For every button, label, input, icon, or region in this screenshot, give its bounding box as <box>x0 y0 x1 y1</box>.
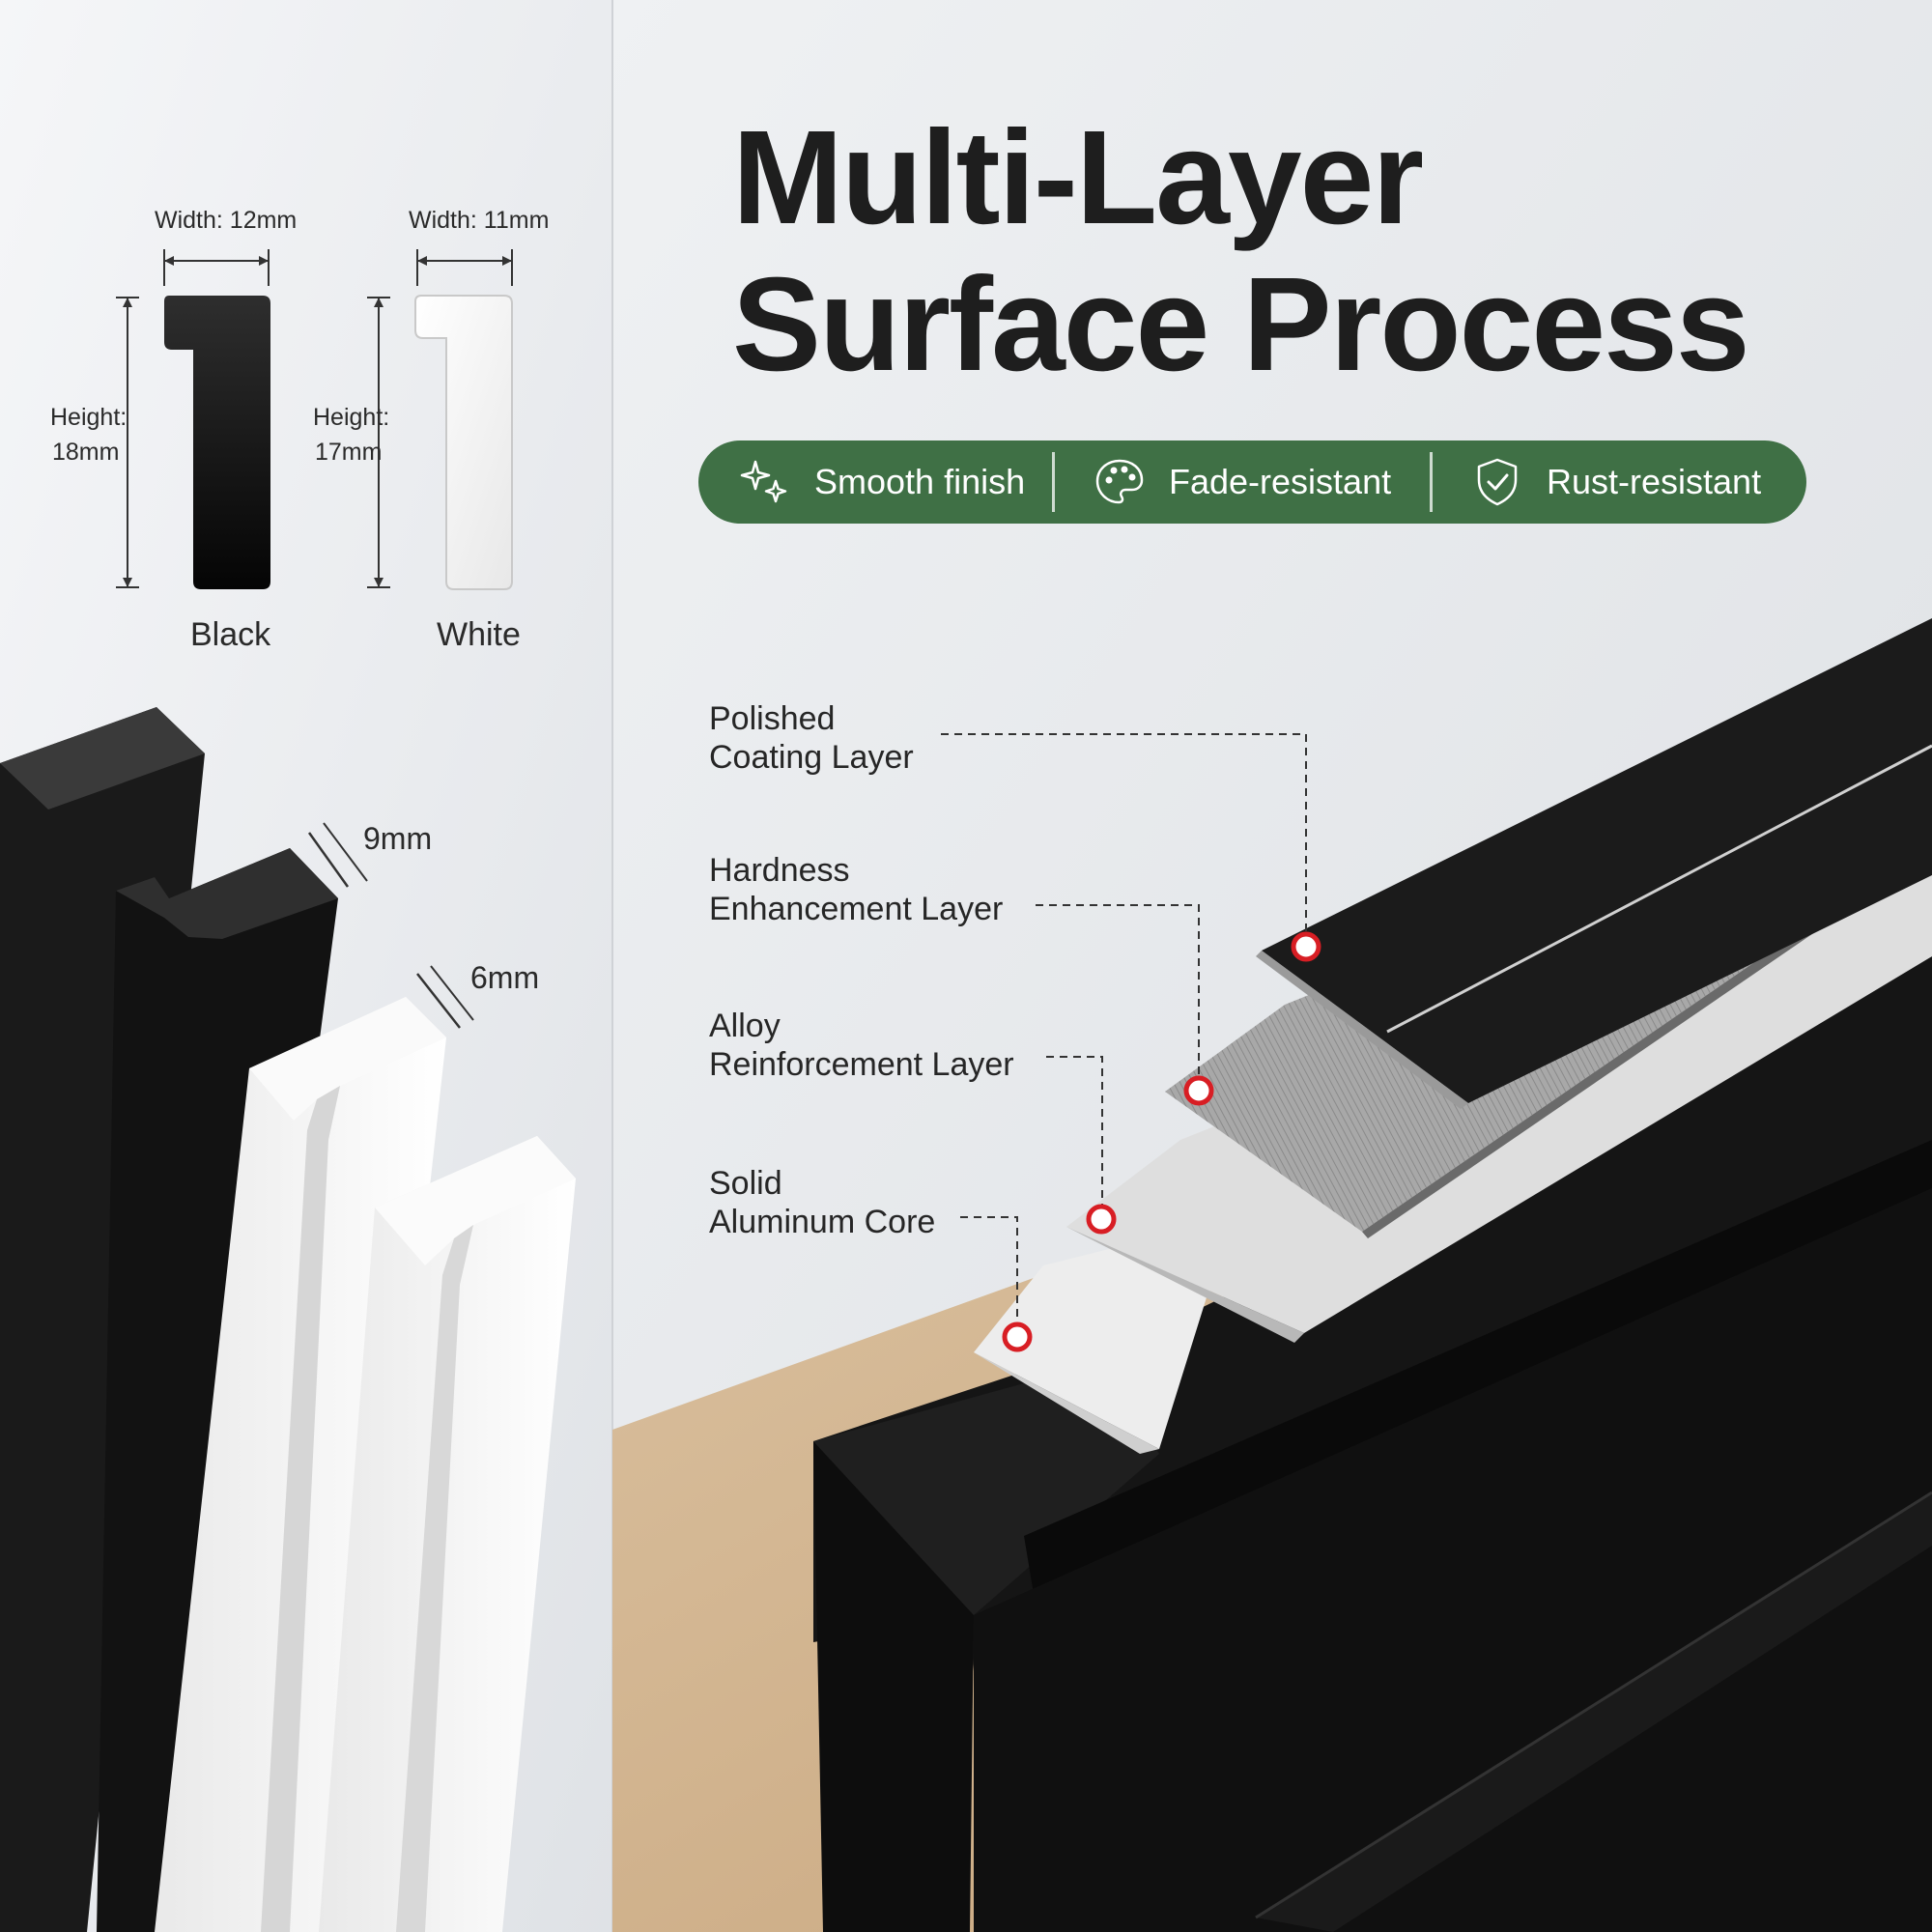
black-profile-name: Black <box>190 616 271 653</box>
feature-smooth-finish: Smooth finish <box>739 440 1052 524</box>
layer-polished-coating <box>1256 618 1932 1109</box>
title-line-2: Surface Process <box>732 250 1750 399</box>
page-title: Multi-Layer Surface Process <box>732 103 1750 399</box>
feature-label: Rust-resistant <box>1547 462 1762 501</box>
white-profile-diagram <box>367 249 513 590</box>
handle-main-body <box>813 956 1932 1932</box>
palette-icon <box>1095 459 1144 504</box>
white-bar-small <box>319 1136 576 1932</box>
features-banner: Smooth finish Fade-resistant Rust-resist… <box>698 440 1806 524</box>
sparkle-icon <box>740 460 787 503</box>
black-height-value: 18mm <box>52 439 120 466</box>
feature-label: Smooth finish <box>814 462 1026 501</box>
feature-fade-resistant: Fade-resistant <box>1094 440 1430 524</box>
lip-dimension-marks <box>307 822 474 1029</box>
white-height-value: 17mm <box>315 439 383 466</box>
feature-divider <box>1052 452 1055 512</box>
black-profile-diagram <box>116 249 270 589</box>
layer-label-hardness-enhancement: Hardness Enhancement Layer <box>709 852 1004 927</box>
black-lip-dimension: 9mm <box>363 821 433 856</box>
feature-rust-resistant: Rust-resistant <box>1471 440 1761 524</box>
black-height-label: Height: <box>50 404 128 431</box>
layer-leader-lines <box>941 733 1307 1335</box>
layer-markers <box>1002 931 1321 1352</box>
shield-check-icon <box>1477 458 1518 506</box>
layer-label-aluminum-core: Solid Aluminum Core <box>709 1165 936 1240</box>
black-width-label: Width: 12mm <box>155 207 298 234</box>
white-height-label: Height: <box>313 404 390 431</box>
white-lip-dimension: 6mm <box>470 960 540 995</box>
title-line-1: Multi-Layer <box>732 103 1424 252</box>
layer-label-polished-coating: Polished Coating Layer <box>709 700 914 776</box>
feature-label: Fade-resistant <box>1169 462 1392 501</box>
layer-label-alloy-reinforcement: Alloy Reinforcement Layer <box>709 1008 1014 1083</box>
white-width-label: Width: 11mm <box>409 207 550 234</box>
feature-divider <box>1430 452 1433 512</box>
white-profile-name: White <box>437 616 521 653</box>
